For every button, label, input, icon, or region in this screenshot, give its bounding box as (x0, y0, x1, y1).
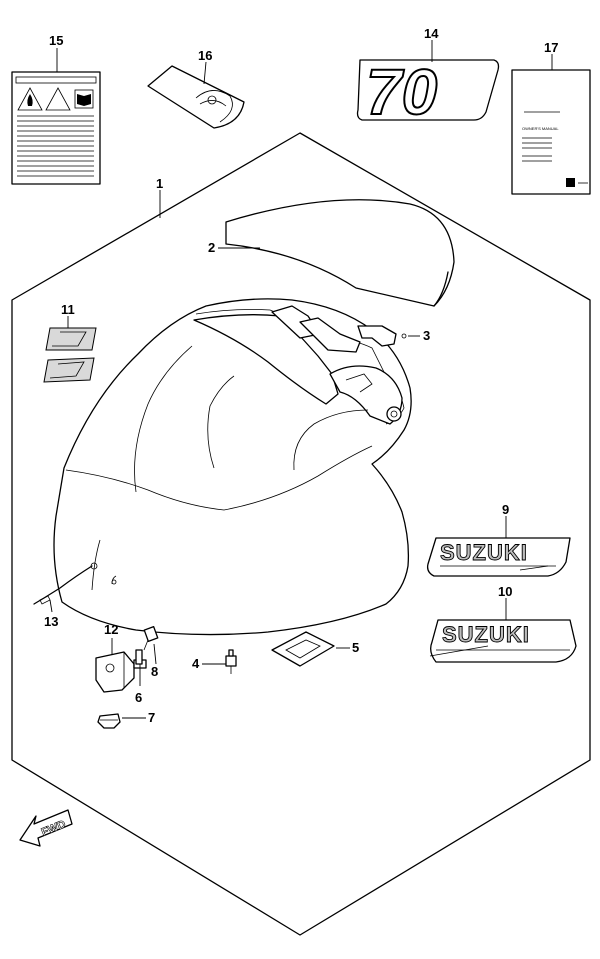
callout-11: 11 (61, 302, 75, 317)
callout-14: 14 (424, 26, 439, 41)
callout-7: 7 (148, 710, 155, 725)
callout-10: 10 (498, 584, 512, 599)
callout-3: 3 (423, 328, 430, 343)
part-14-70-decal: 70 (356, 55, 500, 129)
callout-4: 4 (192, 656, 200, 671)
callout-6: 6 (135, 690, 142, 705)
part-1-engine-cover (53, 298, 412, 636)
label-text-lines (17, 115, 94, 177)
callout-17: 17 (544, 40, 558, 55)
caution-triangle-icon (45, 87, 71, 111)
part-12-latch-bracket (95, 651, 147, 693)
callout-13: 13 (44, 614, 58, 629)
manual-title: OWNER'S MANUAL (522, 126, 559, 131)
part-5-grommet (271, 631, 335, 667)
part-11-s-emblems (43, 327, 97, 383)
decal-70-text: 70 (366, 56, 437, 128)
part-8-screw (143, 626, 159, 651)
assembly-frame (11, 132, 591, 936)
suzuki-s-logo-icon (566, 178, 575, 187)
fire-warning-icon (17, 87, 43, 111)
callout-numbers: 15 16 14 17 1 2 3 11 9 10 5 4 12 6 8 7 1… (44, 26, 558, 725)
callout-1: 1 (156, 176, 163, 191)
part-7-bushing (97, 713, 121, 729)
emblem-9-text: SUZUKI (440, 540, 528, 565)
part-6-pin (135, 649, 143, 665)
part-15-warning-label (11, 71, 101, 185)
callout-15: 15 (49, 33, 63, 48)
part-16-folded-label (147, 65, 245, 129)
part-17-owners-manual: OWNER'S MANUAL (511, 69, 591, 195)
callout-16: 16 (198, 48, 212, 63)
callout-12: 12 (104, 622, 118, 637)
emblem-10-text: SUZUKI (442, 622, 530, 647)
fwd-direction-arrow: FWD (19, 809, 73, 847)
callout-2: 2 (208, 240, 215, 255)
arrow-icon (19, 809, 73, 847)
part-4-bolt (225, 649, 237, 674)
callout-5: 5 (352, 640, 359, 655)
part-9-suzuki-emblem: SUZUKI (426, 537, 571, 577)
part-10-suzuki-emblem: SUZUKI (429, 619, 577, 663)
leader-lines (49, 40, 553, 719)
part-2-cover-pad (225, 199, 455, 307)
callout-8: 8 (151, 664, 158, 679)
part-3-clip (357, 325, 407, 347)
callout-9: 9 (502, 502, 509, 517)
manual-book-icon (74, 89, 94, 109)
